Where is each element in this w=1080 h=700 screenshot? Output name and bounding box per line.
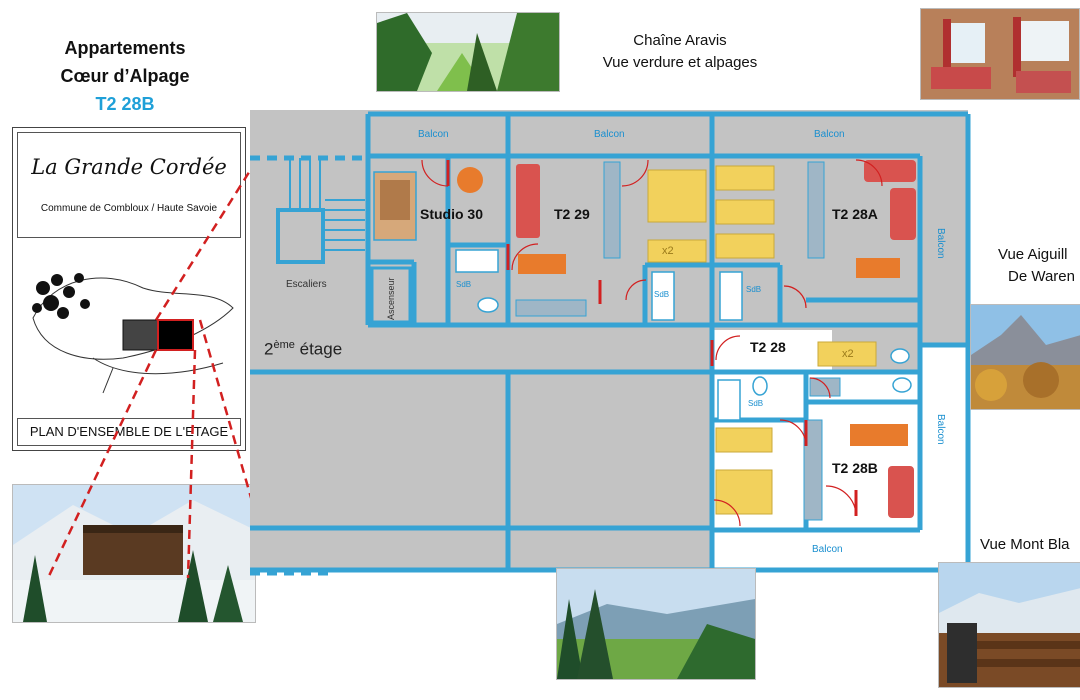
floor-slab-lower [250,372,712,572]
balcony-label-2: Balcon [594,129,625,140]
floor-number: 2 [264,339,274,359]
balcony-label-4: Balcon [812,544,843,555]
elevator-shaft [370,266,412,324]
balcony-label-3: Balcon [814,129,845,140]
balcony-label-side-1: Balcon [935,228,946,259]
t228a-bunk-3 [715,233,775,259]
room-label-t228b: T2 28B [832,460,878,476]
t228b-sofa [888,466,914,518]
caption-aiguille-title: Vue Aiguill [998,246,1068,263]
bathroom-label-t228a: SdB [746,285,762,294]
commune-text: Commune de Combloux / Haute Savoie [40,203,218,214]
floor-level-label: 2ème étage [264,339,342,360]
photo-valley [556,568,756,680]
t228b-table [850,424,908,446]
bathroom-label-t228b: SdB [748,399,764,408]
brand-name: La Grande Cordée [31,155,227,179]
living-room-photo-image [921,9,1079,99]
valley-photo-image [557,569,755,679]
room-label-studio30: Studio 30 [420,206,484,222]
chalet-photo-image [13,485,255,622]
floor-word: étage [299,339,343,359]
staircase [276,158,365,264]
title-line-1: Appartements [64,38,186,58]
photo-living-room [920,8,1080,100]
photo-mountain-aiguille [970,304,1080,410]
studio30-table [457,167,483,193]
bathroom-label-studio30: SdB [456,280,472,289]
card-brand-box: La Grande Cordée Commune de Combloux / H… [17,132,241,238]
caption-aravis: Chaîne Aravis Vue verdure et alpages [590,30,770,74]
room-label-t228: T2 28 [750,339,786,355]
photo-chalet [12,484,256,623]
site-map-sketch [32,273,234,394]
t228a-bunk-2 [715,199,775,225]
page-title: Appartements Cœur d’Alpage T2 28B [20,34,230,118]
stairs-label: Escaliers [286,279,327,290]
double-bed-label-t229: x2 [662,245,674,257]
elevator-label: Ascenseur [386,277,396,320]
photo-forest-meadow [376,12,560,92]
t228b-bed-1 [715,427,773,453]
caption-aiguille-subtitle: De Waren [1008,268,1075,285]
aiguille-photo-image [971,305,1080,409]
plan-overview-label: PLAN D'ENSEMBLE DE L'ETAGE [17,418,241,446]
caption-aravis-title: Chaîne Aravis [633,32,727,49]
apartment-code: T2 28B [95,94,155,114]
t228a-bunk-1 [715,165,775,191]
t228a-table [856,258,900,278]
room-label-t228a: T2 28A [832,206,878,222]
title-line-2: Cœur d’Alpage [60,66,190,86]
t228a-sofa-top [864,160,916,182]
t229-bed [647,169,707,223]
t228-bed [817,341,877,367]
t229-table [518,254,566,274]
t228b-bed-2 [715,469,773,515]
balcony-label-1: Balcon [418,129,449,140]
t228a-sofa-side [890,188,916,240]
caption-aravis-subtitle: Vue verdure et alpages [602,54,758,71]
floor-ordinal-suffix: ème [273,339,295,351]
caption-aiguille: Vue Aiguill De Waren [998,244,1080,288]
room-label-t229: T2 29 [554,206,590,222]
caption-mont-blanc: Vue Mont Bla [980,536,1070,553]
double-bed-label-t228: x2 [842,348,854,360]
balcony-label-side-2: Balcon [935,414,946,445]
bathroom-label-t229: SdB [654,290,670,299]
photo-balcony-mont-blanc [938,562,1080,688]
t229-sofa [516,164,540,238]
mont-blanc-photo-image [939,563,1080,687]
site-highlight-marker [157,319,194,351]
forest-photo-image [377,13,559,91]
residence-card: La Grande Cordée Commune de Combloux / H… [12,127,246,451]
